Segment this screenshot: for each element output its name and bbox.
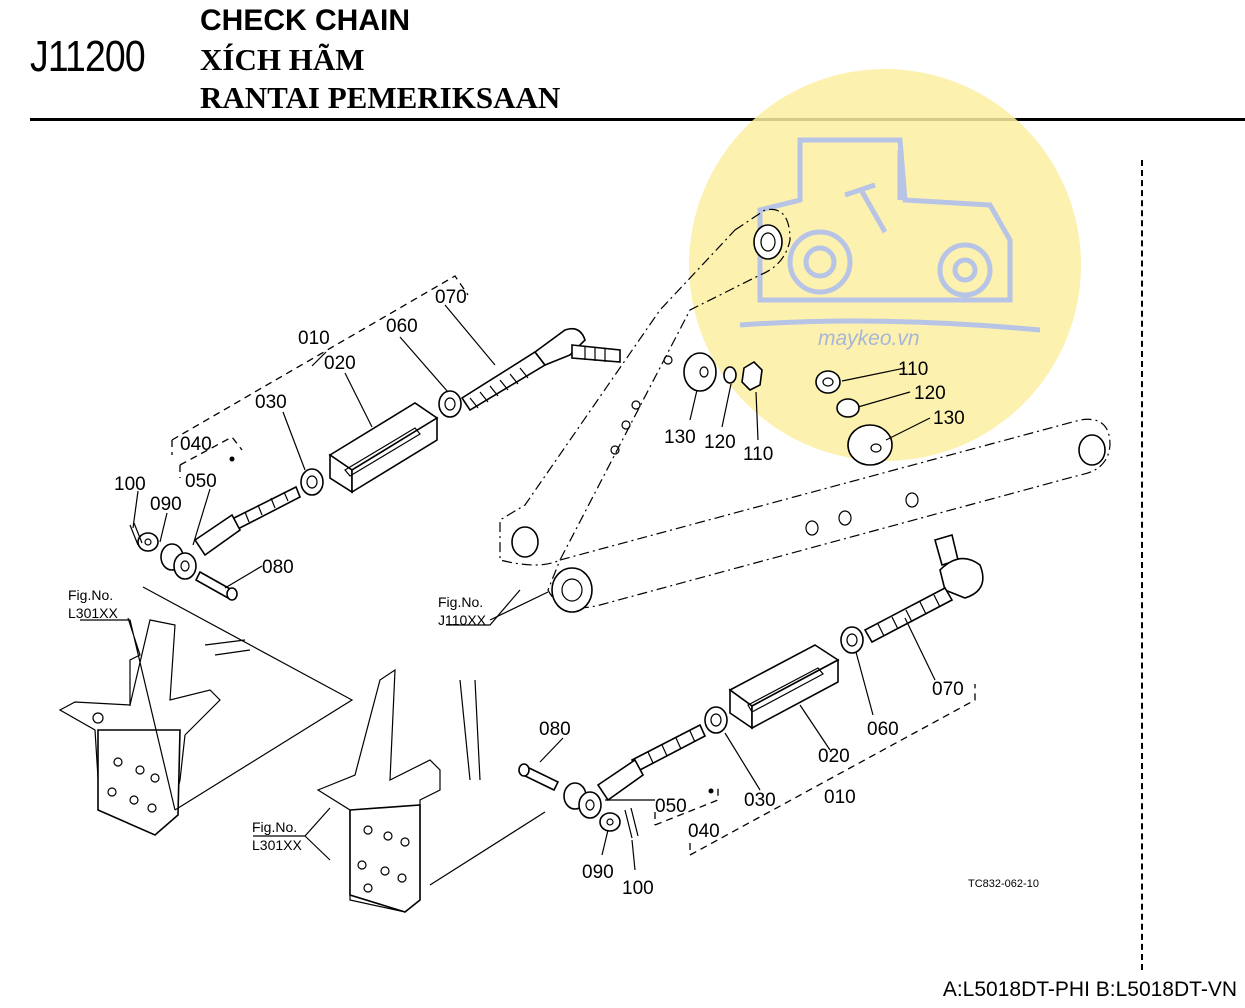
label-020-lower: 020 [818, 746, 850, 767]
label-110-right: 110 [898, 359, 928, 380]
upper-check-chain-assembly [129, 275, 621, 601]
lower-link-arm [547, 370, 1111, 613]
title-indonesian: RANTAI PEMERIKSAAN [200, 80, 561, 115]
drawing-code: TC832-062-10 [968, 878, 1039, 890]
label-070-upper: 070 [435, 287, 467, 308]
label-060-lower: 060 [867, 719, 899, 740]
watermark-text: maykeo.vn [818, 327, 920, 350]
watermark-circle [689, 69, 1081, 461]
title-english: CHECK CHAIN [200, 4, 410, 37]
section-code: J11200 [30, 32, 146, 81]
title-vietnamese: XÍCH HÃM [200, 42, 365, 77]
label-080-lower: 080 [539, 719, 571, 740]
label-090-upper: 090 [150, 494, 182, 515]
label-030-upper: 030 [255, 392, 287, 413]
leader-lines [80, 304, 936, 886]
upper-link-arm [499, 208, 791, 566]
label-120-right: 120 [914, 383, 946, 404]
header-rule [30, 118, 1245, 121]
label-090-lower: 090 [582, 862, 614, 883]
bracket-right [316, 668, 481, 913]
fig-ref-j110: J110XX [438, 612, 487, 628]
label-080-upper: 080 [262, 557, 294, 578]
fig-ref-l301-b: L301XX [252, 837, 302, 853]
label-050-upper: 050 [185, 471, 217, 492]
label-100-lower: 100 [622, 878, 654, 899]
label-100-upper: 100 [114, 474, 146, 495]
model-applicability: A:L5018DT-PHI B:L5018DT-VN [942, 978, 1237, 1001]
label-130-mid: 130 [664, 427, 696, 448]
lower-check-chain-assembly [518, 533, 984, 856]
fig-ref-label-c: Fig.No. [252, 819, 297, 835]
watermark: maykeo.vn [689, 69, 1081, 461]
label-060-upper: 060 [386, 316, 418, 337]
label-120-mid: 120 [704, 432, 736, 453]
page-edge-dashed-line [1141, 160, 1143, 970]
label-130-right: 130 [933, 408, 965, 429]
label-020-upper: 020 [324, 353, 356, 374]
fig-ref-label-a: Fig.No. [68, 587, 113, 603]
label-040-lower: 040 [688, 821, 720, 842]
label-010-upper: 010 [298, 328, 330, 349]
fig-ref-l301-a: L301XX [68, 605, 118, 621]
label-110-mid: 110 [743, 444, 773, 465]
label-010-lower: 010 [824, 787, 856, 808]
label-030-lower: 030 [744, 790, 776, 811]
label-050-lower: 050 [655, 796, 687, 817]
label-070-lower: 070 [932, 679, 964, 700]
label-040-upper: 040 [180, 434, 212, 455]
fig-ref-label-b: Fig.No. [438, 594, 483, 610]
tractor-logo-icon [739, 137, 1041, 333]
